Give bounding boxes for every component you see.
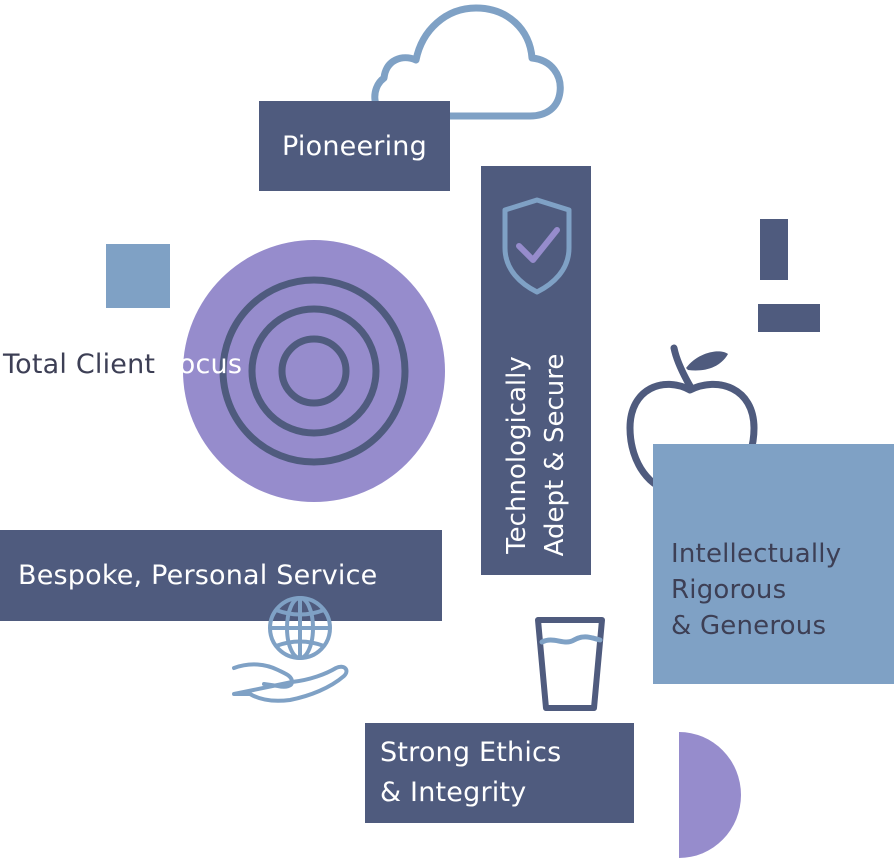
total-client-focus-label: Total Client Focus	[3, 349, 242, 380]
shield-check-icon	[502, 197, 572, 295]
intellectually-line1: Intellectually	[671, 539, 842, 569]
intellectually-line3: & Generous	[671, 611, 827, 641]
intellectually-box	[653, 444, 894, 684]
cloud-icon	[371, 4, 564, 120]
target-icon	[183, 240, 445, 502]
decorative-exclamation-bar	[760, 219, 788, 280]
ethics-line1: Strong Ethics	[380, 737, 562, 768]
pioneering-box: Pioneering	[259, 101, 450, 191]
total-client-focus-part2: Focus	[164, 349, 243, 380]
decorative-square-left	[106, 244, 170, 308]
globe-in-hand-icon	[232, 596, 349, 703]
bespoke-box: Bespoke, Personal Service	[0, 530, 442, 621]
decorative-exclamation-dot	[758, 304, 820, 332]
technologically-box	[481, 166, 591, 575]
ethics-line2: & Integrity	[380, 777, 527, 808]
bespoke-label: Bespoke, Personal Service	[18, 560, 378, 591]
water-glass-icon	[535, 617, 605, 711]
technologically-line1: Technologically	[502, 356, 532, 554]
total-client-focus-part1: Total Client	[3, 349, 164, 380]
technologically-line2: Adept & Secure	[540, 353, 570, 557]
decorative-half-circle	[679, 732, 741, 858]
intellectually-line2: Rigorous	[671, 575, 787, 605]
pioneering-label: Pioneering	[282, 130, 427, 162]
intellectually-text: Intellectually Rigorous & Generous	[671, 536, 841, 644]
ethics-box: Strong Ethics & Integrity	[365, 723, 634, 823]
